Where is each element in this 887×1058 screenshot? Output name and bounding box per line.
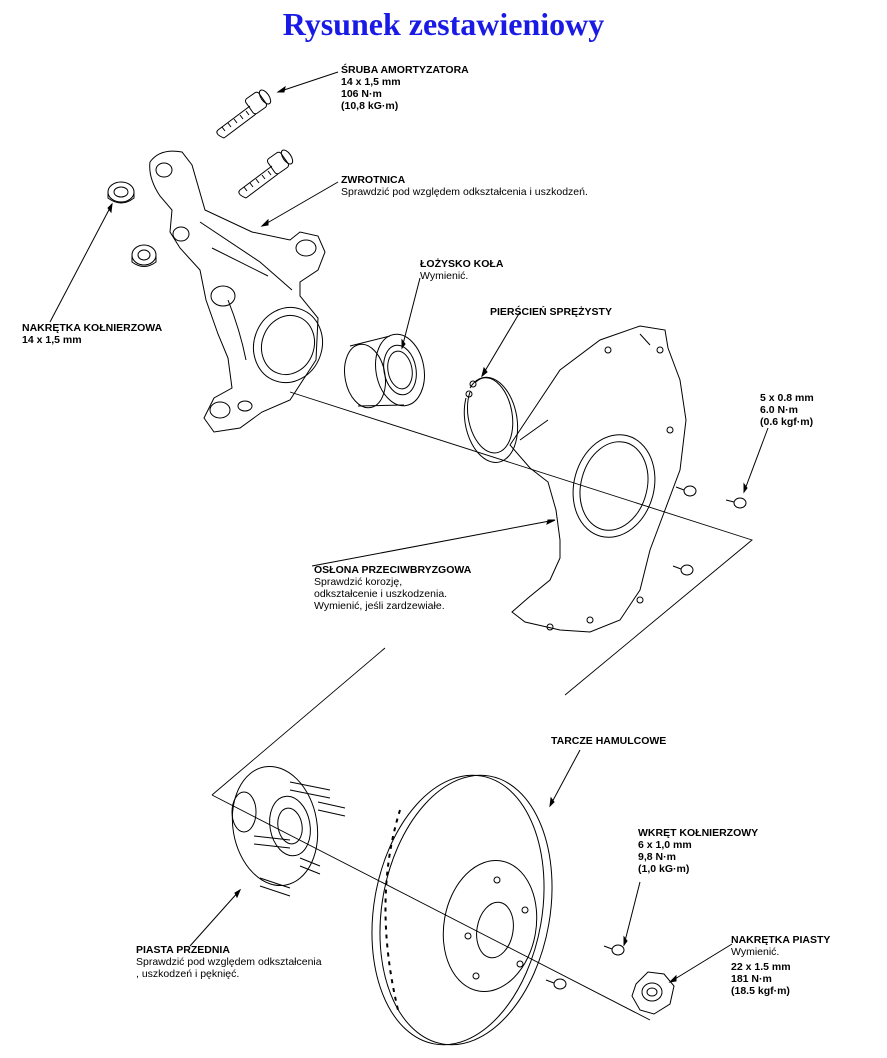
steering-knuckle [149, 150, 326, 433]
flange-nut-upper [107, 181, 135, 204]
label-damper-bolt-line: (10,8 kG·m) [341, 100, 399, 112]
brake-disc [371, 774, 553, 1046]
label-flange-screw-line: 9,8 N·m [638, 851, 676, 863]
label-knuckle: ZWROTNICA Sprawdzić pod względem odkszta… [341, 174, 588, 198]
label-brake-disc-name: TARCZE HAMULCOWE [551, 735, 667, 747]
label-front-hub-name: PIASTA PRZEDNIA [136, 944, 230, 956]
label-splash-guard-screw-line: 6.0 N·m [760, 404, 798, 416]
label-snap-ring-name: PIERŚCIEŃ SPRĘŻYSTY [490, 306, 612, 318]
label-front-hub-line: , uszkodzeń i pęknięć. [136, 968, 240, 980]
label-splash-guard-name: OSŁONA PRZECIWBRYZGOWA [314, 564, 472, 576]
label-hub-nut-line: (18.5 kgf·m) [731, 985, 790, 997]
label-brake-disc: TARCZE HAMULCOWE [551, 735, 666, 747]
front-hub [231, 765, 346, 897]
label-splash-guard-screw: 5 x 0.8 mm 6.0 N·m (0.6 kgf·m) [760, 392, 814, 428]
label-splash-guard-line: odkształcenie i uszkodzenia. [314, 588, 448, 600]
label-splash-guard-line: Wymienić, jeśli zardzewiałe. [314, 600, 445, 612]
label-wheel-bearing-name: ŁOŻYSKO KOŁA [420, 258, 504, 270]
hub-nut [631, 971, 675, 1015]
label-front-hub: PIASTA PRZEDNIA Sprawdzić pod względem o… [136, 944, 322, 980]
splash-guard [509, 325, 687, 633]
label-hub-nut-line: Wymienić. [731, 946, 780, 958]
label-flange-nut-name: NAKRĘTKA KOŁNIERZOWA [22, 322, 163, 334]
disc-screw-lower [545, 978, 567, 990]
splash-guard-screw-1 [675, 485, 697, 497]
label-flange-nut: NAKRĘTKA KOŁNIERZOWA 14 x 1,5 mm [22, 322, 162, 346]
label-wheel-bearing-line: Wymienić. [420, 270, 469, 282]
label-splash-guard: OSŁONA PRZECIWBRYZGOWA Sprawdzić korozję… [314, 564, 471, 612]
label-damper-bolt-line: 14 x 1,5 mm [341, 76, 401, 88]
flange-nut-lower [131, 244, 157, 267]
label-flange-screw: WKRĘT KOŁNIERZOWY 6 x 1,0 mm 9,8 N·m (1,… [638, 827, 758, 875]
snap-ring [463, 376, 519, 463]
label-knuckle-line: Sprawdzić pod względem odkształcenia i u… [341, 186, 588, 198]
diagram-title: Rysunek zestawieniowy [282, 6, 605, 42]
damper-bolt-upper [216, 89, 272, 139]
label-damper-bolt-line: 106 N·m [341, 88, 382, 100]
label-splash-guard-screw-line: 5 x 0.8 mm [760, 392, 814, 404]
label-damper-bolt: ŚRUBA AMORTYZATORA 14 x 1,5 mm 106 N·m (… [341, 64, 469, 112]
leader-lines [49, 71, 769, 983]
label-flange-screw-name: WKRĘT KOŁNIERZOWY [638, 827, 759, 839]
damper-bolt-lower [238, 149, 294, 199]
label-hub-nut-name: NAKRĘTKA PIASTY [731, 934, 831, 946]
label-knuckle-name: ZWROTNICA [341, 174, 406, 186]
label-flange-screw-line: (1,0 kG·m) [638, 863, 690, 875]
assembly-axis-lines [211, 391, 753, 1021]
label-wheel-bearing: ŁOŻYSKO KOŁA Wymienić. [420, 258, 503, 282]
label-hub-nut-line: 181 N·m [731, 973, 772, 985]
label-damper-bolt-name: ŚRUBA AMORTYZATORA [341, 64, 469, 76]
label-flange-screw-line: 6 x 1,0 mm [638, 839, 692, 851]
label-hub-nut: NAKRĘTKA PIASTY Wymienić. 22 x 1.5 mm 18… [731, 934, 830, 997]
splash-guard-screw-2 [725, 497, 747, 509]
label-splash-guard-line: Sprawdzić korozję, [314, 576, 403, 588]
wheel-bearing [344, 333, 425, 409]
label-hub-nut-line: 22 x 1.5 mm [731, 961, 791, 973]
label-splash-guard-screw-line: (0.6 kgf·m) [760, 416, 814, 428]
label-flange-nut-line: 14 x 1,5 mm [22, 334, 82, 346]
label-snap-ring: PIERŚCIEŃ SPRĘŻYSTY [490, 306, 612, 318]
label-front-hub-line: Sprawdzić pod względem odkształcenia [136, 956, 322, 968]
splash-guard-screw-3 [672, 564, 694, 576]
disc-flange-screw [603, 944, 625, 956]
